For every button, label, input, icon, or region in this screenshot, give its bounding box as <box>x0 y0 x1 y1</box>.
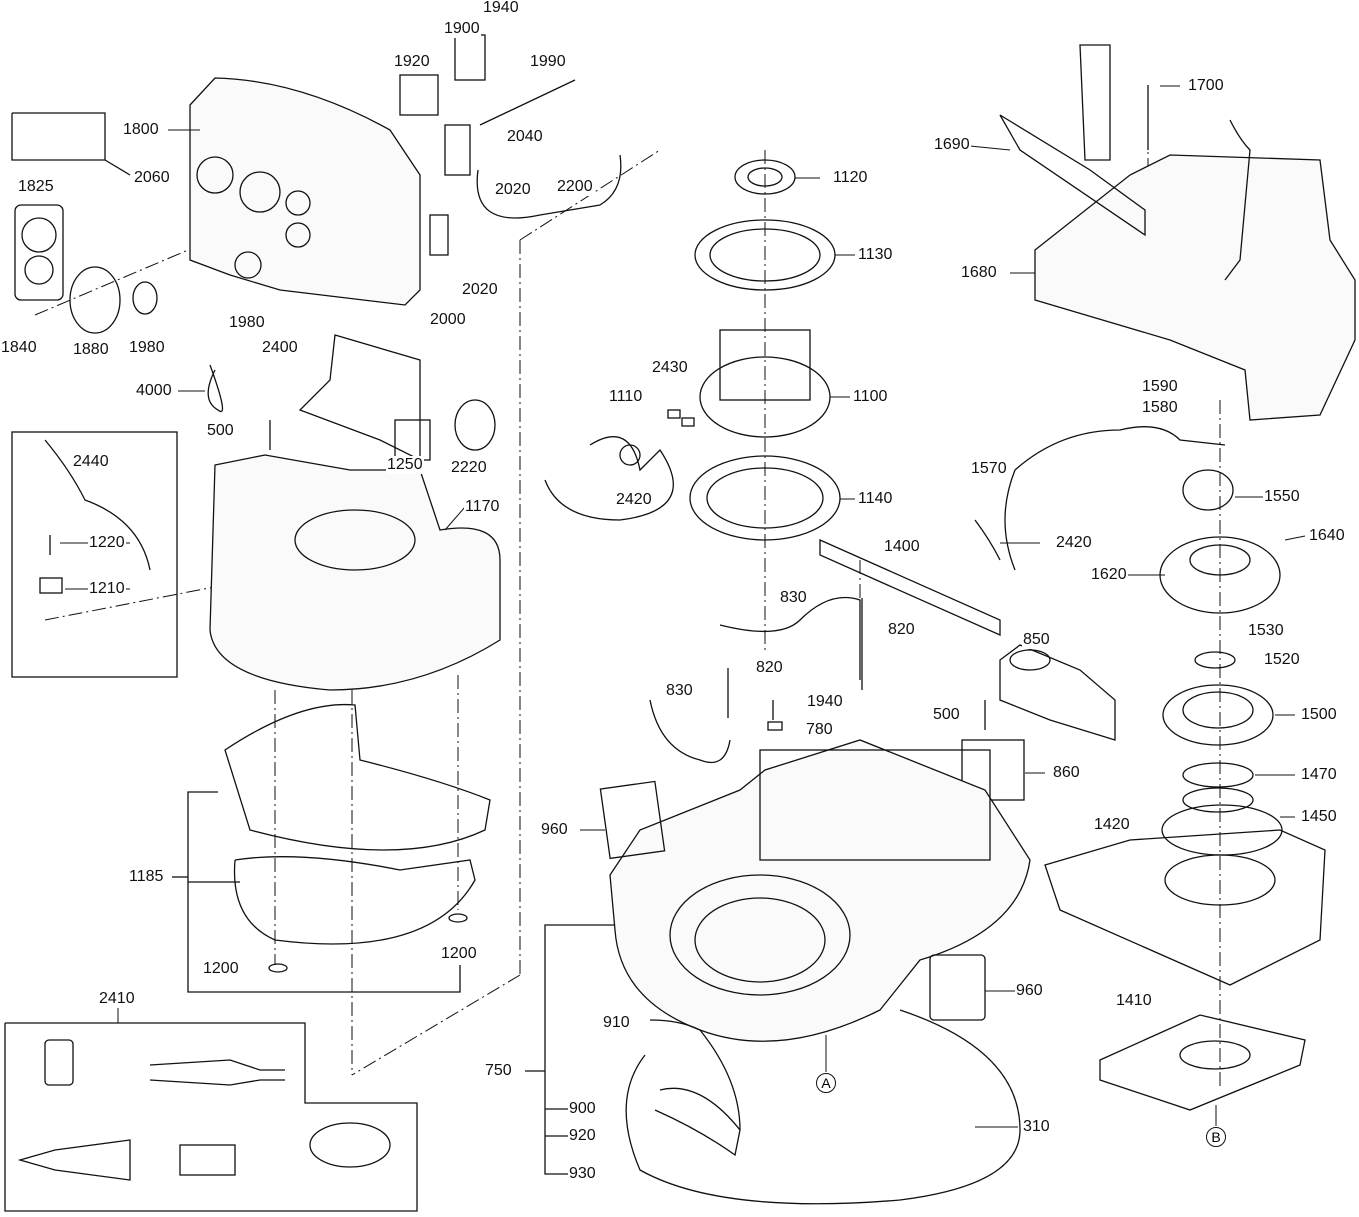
part-label: 1980 <box>128 339 166 357</box>
part-label: 500 <box>932 706 961 724</box>
part-label: 1420 <box>1093 816 1131 834</box>
part-label: 1690 <box>933 136 971 154</box>
part-label: 1590 <box>1141 378 1179 396</box>
inset-frame-2410 <box>4 1022 418 1212</box>
part-label: 1470 <box>1300 766 1338 784</box>
part-label: 910 <box>602 1014 631 1032</box>
part-label: 2040 <box>506 128 544 146</box>
part-label: 2220 <box>450 459 488 477</box>
part-label: 830 <box>779 589 808 607</box>
part-label: 1680 <box>960 264 998 282</box>
part-label: 1450 <box>1300 808 1338 826</box>
part-label: 1210 <box>88 580 126 598</box>
part-label: 1620 <box>1090 566 1128 584</box>
part-label: 1825 <box>17 178 55 196</box>
part-1170-head <box>209 454 501 691</box>
part-label: 4000 <box>135 382 173 400</box>
part-label: 780 <box>805 721 834 739</box>
part-label: 1130 <box>857 246 894 264</box>
part-label: 2410 <box>98 990 136 1008</box>
part-label: 1530 <box>1247 622 1285 640</box>
part-label: 2000 <box>429 311 467 329</box>
part-label: 1940 <box>482 0 520 17</box>
part-label: 2440 <box>72 453 110 471</box>
part-label: 1185 <box>128 868 165 886</box>
part-label: 1220 <box>88 534 126 552</box>
part-label: 310 <box>1022 1118 1051 1136</box>
reference-marker-a: A <box>816 1073 836 1093</box>
part-label: 920 <box>568 1127 597 1145</box>
part-label: 2430 <box>651 359 689 377</box>
part-label: 1140 <box>857 490 894 508</box>
part-label: 1940 <box>806 693 844 711</box>
callout-box-2060 <box>11 112 106 161</box>
part-label: 860 <box>1052 764 1081 782</box>
part-label: 2200 <box>556 178 594 196</box>
part-label: 2060 <box>133 169 171 187</box>
part-label: 1100 <box>852 388 889 406</box>
part-label: 2420 <box>1055 534 1093 552</box>
part-label: 750 <box>484 1062 513 1080</box>
part-1680-cart <box>1034 154 1356 421</box>
part-label: 850 <box>1022 631 1051 649</box>
part-label: 930 <box>568 1165 597 1183</box>
bracket-750 <box>544 924 615 1175</box>
inset-frame-2440 <box>11 431 178 678</box>
part-label: 1520 <box>1263 651 1301 669</box>
reference-marker-b: B <box>1206 1127 1226 1147</box>
part-label: 1570 <box>970 460 1008 478</box>
part-label: 1800 <box>122 121 160 139</box>
part-label: 2020 <box>461 281 499 299</box>
part-label: 1410 <box>1115 992 1153 1010</box>
part-label: 1110 <box>608 388 644 406</box>
part-label: 2400 <box>261 339 299 357</box>
part-label: 2020 <box>494 181 532 199</box>
part-label: 1250 <box>386 456 424 474</box>
part-label: 2420 <box>615 491 653 509</box>
part-label: 1120 <box>832 169 869 187</box>
part-label: 960 <box>540 821 569 839</box>
part-label: 1170 <box>464 498 501 516</box>
part-label: 960 <box>1015 982 1044 1000</box>
part-label: 1580 <box>1141 399 1179 417</box>
part-label: 1700 <box>1187 77 1225 95</box>
part-label: 1500 <box>1300 706 1338 724</box>
part-label: 820 <box>755 659 784 677</box>
part-label: 1640 <box>1308 527 1346 545</box>
part-label: 1200 <box>202 960 240 978</box>
part-label: 1840 <box>0 339 38 357</box>
part-label: 500 <box>206 422 235 440</box>
part-label: 1200 <box>440 945 478 963</box>
part-label: 900 <box>568 1100 597 1118</box>
part-label: 1880 <box>72 341 110 359</box>
bracket-1185 <box>187 791 461 993</box>
part-label: 1980 <box>228 314 266 332</box>
part-label: 1550 <box>1263 488 1301 506</box>
part-label: 1990 <box>529 53 567 71</box>
part-label: 1400 <box>883 538 921 556</box>
part-label: 1920 <box>393 53 431 71</box>
part-label: 830 <box>665 682 694 700</box>
part-1800-housing <box>189 77 421 306</box>
part-label: 1900 <box>443 20 481 38</box>
part-label: 820 <box>887 621 916 639</box>
